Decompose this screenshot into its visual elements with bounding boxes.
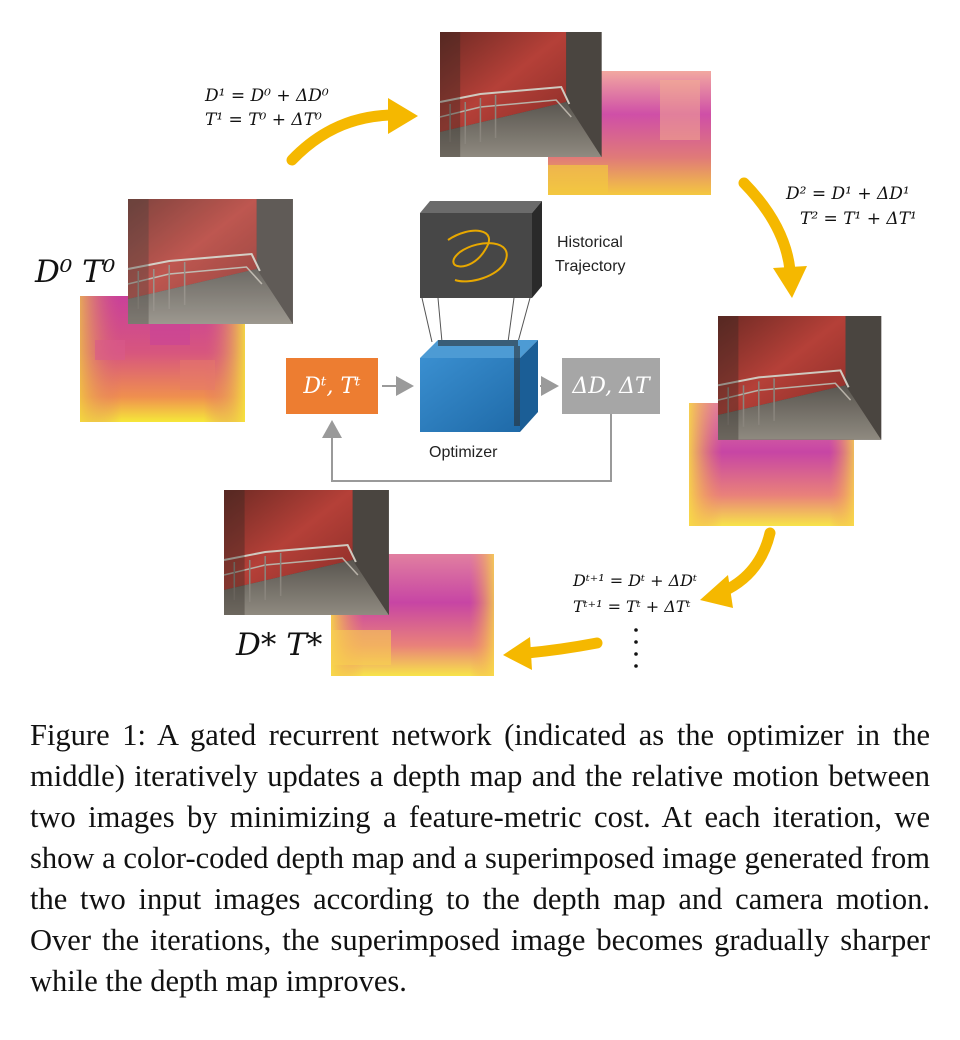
superimposed-image-final [222,488,390,617]
trajectory-connectors [421,297,531,343]
output-box: ΔD, ΔT [562,358,660,414]
superimposed-image-step2 [716,314,883,441]
arrow-step-t [700,527,776,608]
arrow-final [503,637,603,670]
output-box-label: ΔD, ΔT [571,374,652,399]
arrow-step1 [286,98,418,166]
flow-arrows [322,376,612,482]
optimizer-block [420,340,538,432]
input-box: Dᵗ, Tᵗ [286,358,378,414]
superimposed-image-initial [126,197,294,326]
eq-step1-depth: D¹ = D⁰ + ΔD⁰ [204,86,329,106]
eq-step-t-depth: Dᵗ⁺¹ = Dᵗ + ΔDᵗ [572,571,697,590]
figure-caption: Figure 1: A gated recurrent network (ind… [30,718,930,998]
eq-step1-motion: T¹ = T⁰ + ΔT⁰ [205,110,322,130]
figure-diagram: D⁰ T⁰ D* T* D¹ = D⁰ + [34,30,917,676]
label-final: D* T* [235,627,322,663]
historical-trajectory-box [420,201,542,298]
ellipsis-dots [634,628,638,668]
eq-step2-depth: D² = D¹ + ΔD¹ [785,184,910,204]
eq-step2-motion: T² = T¹ + ΔT¹ [800,209,917,229]
label-initial: D⁰ T⁰ [34,254,116,290]
historical-trajectory-label-1: Historical [557,234,623,251]
historical-trajectory-label-2: Trajectory [555,258,626,275]
eq-step-t-motion: Tᵗ⁺¹ = Tᵗ + ΔTᵗ [573,597,690,616]
input-box-label: Dᵗ, Tᵗ [302,374,361,399]
trajectory-curve [447,229,508,283]
optimizer-label: Optimizer [429,444,498,461]
arrow-step2 [738,177,807,298]
superimposed-image-step1 [438,30,603,159]
